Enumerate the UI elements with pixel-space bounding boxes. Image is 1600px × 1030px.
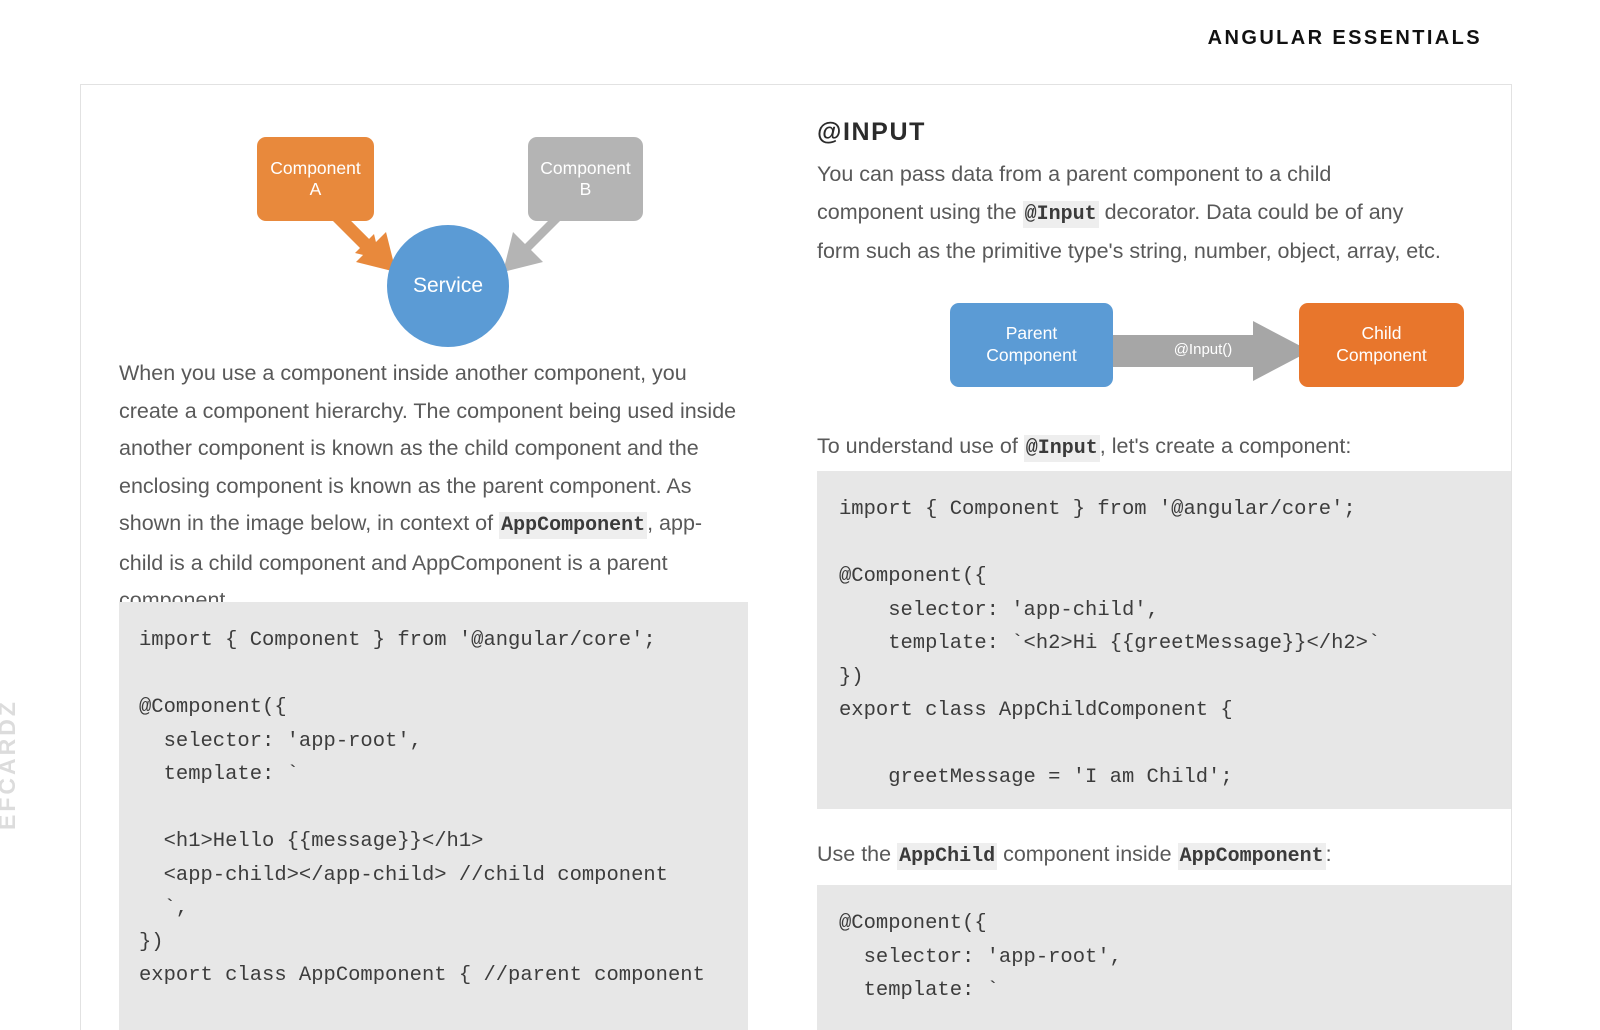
service-diagram: Component A Component B Service: [238, 120, 658, 347]
input-flow-arrow-label: @Input(): [1173, 341, 1233, 358]
diagram-box-child-component-label: Child Component: [1336, 323, 1427, 365]
diagram-box-parent-component: Parent Component: [950, 303, 1113, 387]
right-lead-2-text-1: Use the: [817, 842, 898, 866]
diagram-box-component-a: Component A: [257, 137, 374, 221]
page-title: ANGULAR ESSENTIALS: [1207, 27, 1482, 49]
left-paragraph: When you use a component inside another …: [119, 355, 746, 620]
diagram-box-parent-component-label: Parent Component: [986, 323, 1077, 365]
right-lead-1-text-1: To understand use of: [817, 434, 1024, 458]
right-paragraph-text-1: You can pass data from a parent componen…: [817, 162, 1332, 224]
right-paragraph: You can pass data from a parent componen…: [817, 156, 1442, 271]
right-paragraph-inline-code-input: @Input: [1022, 200, 1099, 228]
right-paragraph-text-2: decorator. Data could be of any form suc…: [817, 199, 1441, 264]
side-watermark: EFCARDZ: [0, 699, 20, 830]
right-code-block-1: import { Component } from '@angular/core…: [817, 471, 1511, 809]
diagram-box-component-a-label: Component A: [270, 158, 361, 199]
page-header: ANGULAR ESSENTIALS: [0, 0, 1600, 84]
right-lead-2-text-2: component inside: [997, 842, 1178, 866]
diagram-box-child-component: Child Component: [1299, 303, 1464, 387]
right-code-block-2: @Component({ selector: 'app-root', templ…: [817, 885, 1511, 1030]
left-paragraph-text-1: When you use a component inside another …: [119, 361, 737, 535]
right-lead-1-text-2: , let's create a component:: [1099, 434, 1352, 458]
diagram-box-component-b: Component B: [528, 137, 643, 221]
left-paragraph-inline-code-appcomponent: AppComponent: [499, 512, 648, 539]
input-flow-arrow: [1105, 321, 1310, 381]
right-section-heading: @INPUT: [817, 118, 926, 146]
left-paragraph-text-2: , app-child is a child component and App…: [119, 511, 703, 612]
right-lead-2-text-3: :: [1325, 842, 1332, 866]
diagram-box-component-b-label: Component B: [540, 158, 631, 199]
right-lead-text-1: To understand use of @Input, let's creat…: [817, 429, 1477, 466]
right-lead-2-inline-code-appcomponent: AppComponent: [1177, 843, 1326, 870]
diagram-circle-service-label: Service: [412, 274, 484, 297]
right-lead-text-2: Use the AppChild component inside AppCom…: [817, 837, 1511, 874]
input-flow-diagram: Parent Component @Input() Child Componen…: [950, 303, 1464, 387]
left-code-block: import { Component } from '@angular/core…: [119, 602, 748, 1030]
right-lead-1-inline-code-input: @Input: [1023, 435, 1100, 462]
diagram-circle-service: Service: [387, 225, 509, 347]
content-panel: Component A Component B Service When you…: [80, 84, 1512, 1030]
right-lead-2-inline-code-appchild: AppChild: [897, 843, 998, 870]
